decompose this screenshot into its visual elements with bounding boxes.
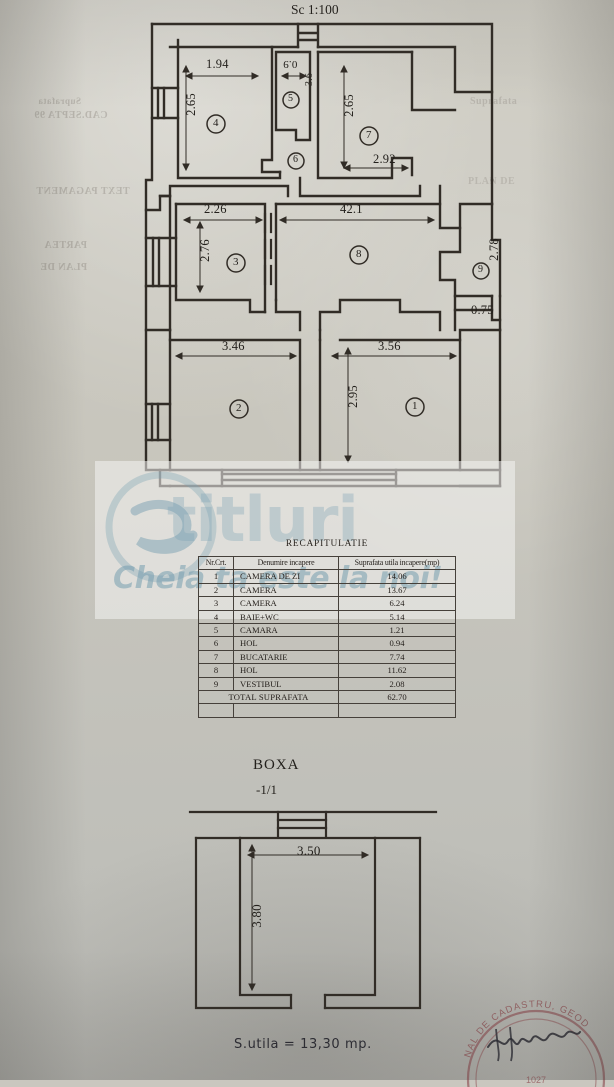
room-marker-8: 8 — [356, 248, 362, 260]
room-marker-2: 2 — [236, 402, 242, 414]
header-suprafata: Suprafata utila incapere(mp) — [338, 555, 456, 571]
cell-name: CAMERA DE ZI — [233, 569, 339, 584]
room-marker-3: 3 — [233, 256, 239, 268]
cell-area: 1.21 — [338, 623, 456, 638]
scale-label: Sc 1:100 — [291, 2, 339, 17]
cell-nr: 1 — [198, 569, 234, 584]
cell-area: 7.74 — [338, 649, 456, 665]
dimension-3-56: 3.56 — [378, 339, 401, 353]
dimension-1-94: 1.94 — [206, 57, 229, 71]
cell-area: 5.14 — [338, 609, 456, 625]
dimension-3-46: 3.46 — [222, 339, 245, 353]
room-marker-7: 7 — [366, 129, 372, 141]
header-nr-crt: Nr.Crt. — [198, 555, 234, 571]
boxa-title: BOXA — [253, 757, 300, 773]
table-empty-row — [198, 703, 456, 718]
room-marker-4: 4 — [213, 117, 219, 129]
cell-area: 2.08 — [338, 676, 456, 692]
room-marker-1: 1 — [412, 400, 418, 412]
dimension-2-26: 2.26 — [204, 202, 227, 216]
room-marker-9: 9 — [478, 264, 483, 275]
boxa-depth-dimension: 3.80 — [248, 904, 264, 928]
table-total-row: TOTAL SUPRAFATA 62.70 — [198, 690, 456, 705]
boxa-width-dimension: 3.50 — [297, 843, 321, 858]
recap-title: RECAPITULATIE — [285, 539, 369, 549]
cell-area: 13.67 — [338, 582, 456, 598]
dimension-42-1: 42.1 — [340, 202, 363, 216]
boxa-area-note: S.utila = 13,30 mp. — [234, 1037, 372, 1052]
boxa-level: -1/1 — [256, 782, 277, 797]
recapitulatie-table: Nr.Crt. Denumire incapere Suprafata util… — [198, 555, 456, 718]
total-area: 62.70 — [338, 690, 456, 705]
room-marker-6: 6 — [293, 154, 298, 165]
cell-nr: 8 — [198, 663, 234, 678]
cell-area: 11.62 — [338, 663, 456, 678]
cell-nr: 5 — [198, 623, 234, 638]
dimension-2-92: 2.92 — [373, 152, 396, 166]
cell-area: 6.24 — [338, 596, 456, 611]
cell-nr: 9 — [198, 676, 234, 692]
cell-area: 0.94 — [338, 636, 456, 651]
table-header-row: Nr.Crt. Denumire incapere Suprafata util… — [198, 555, 456, 571]
room-marker-5: 5 — [288, 93, 293, 104]
cell-area: 14.06 — [338, 569, 456, 584]
dimension-0-75: 0.75 — [471, 303, 494, 317]
empty-cell — [338, 703, 456, 718]
